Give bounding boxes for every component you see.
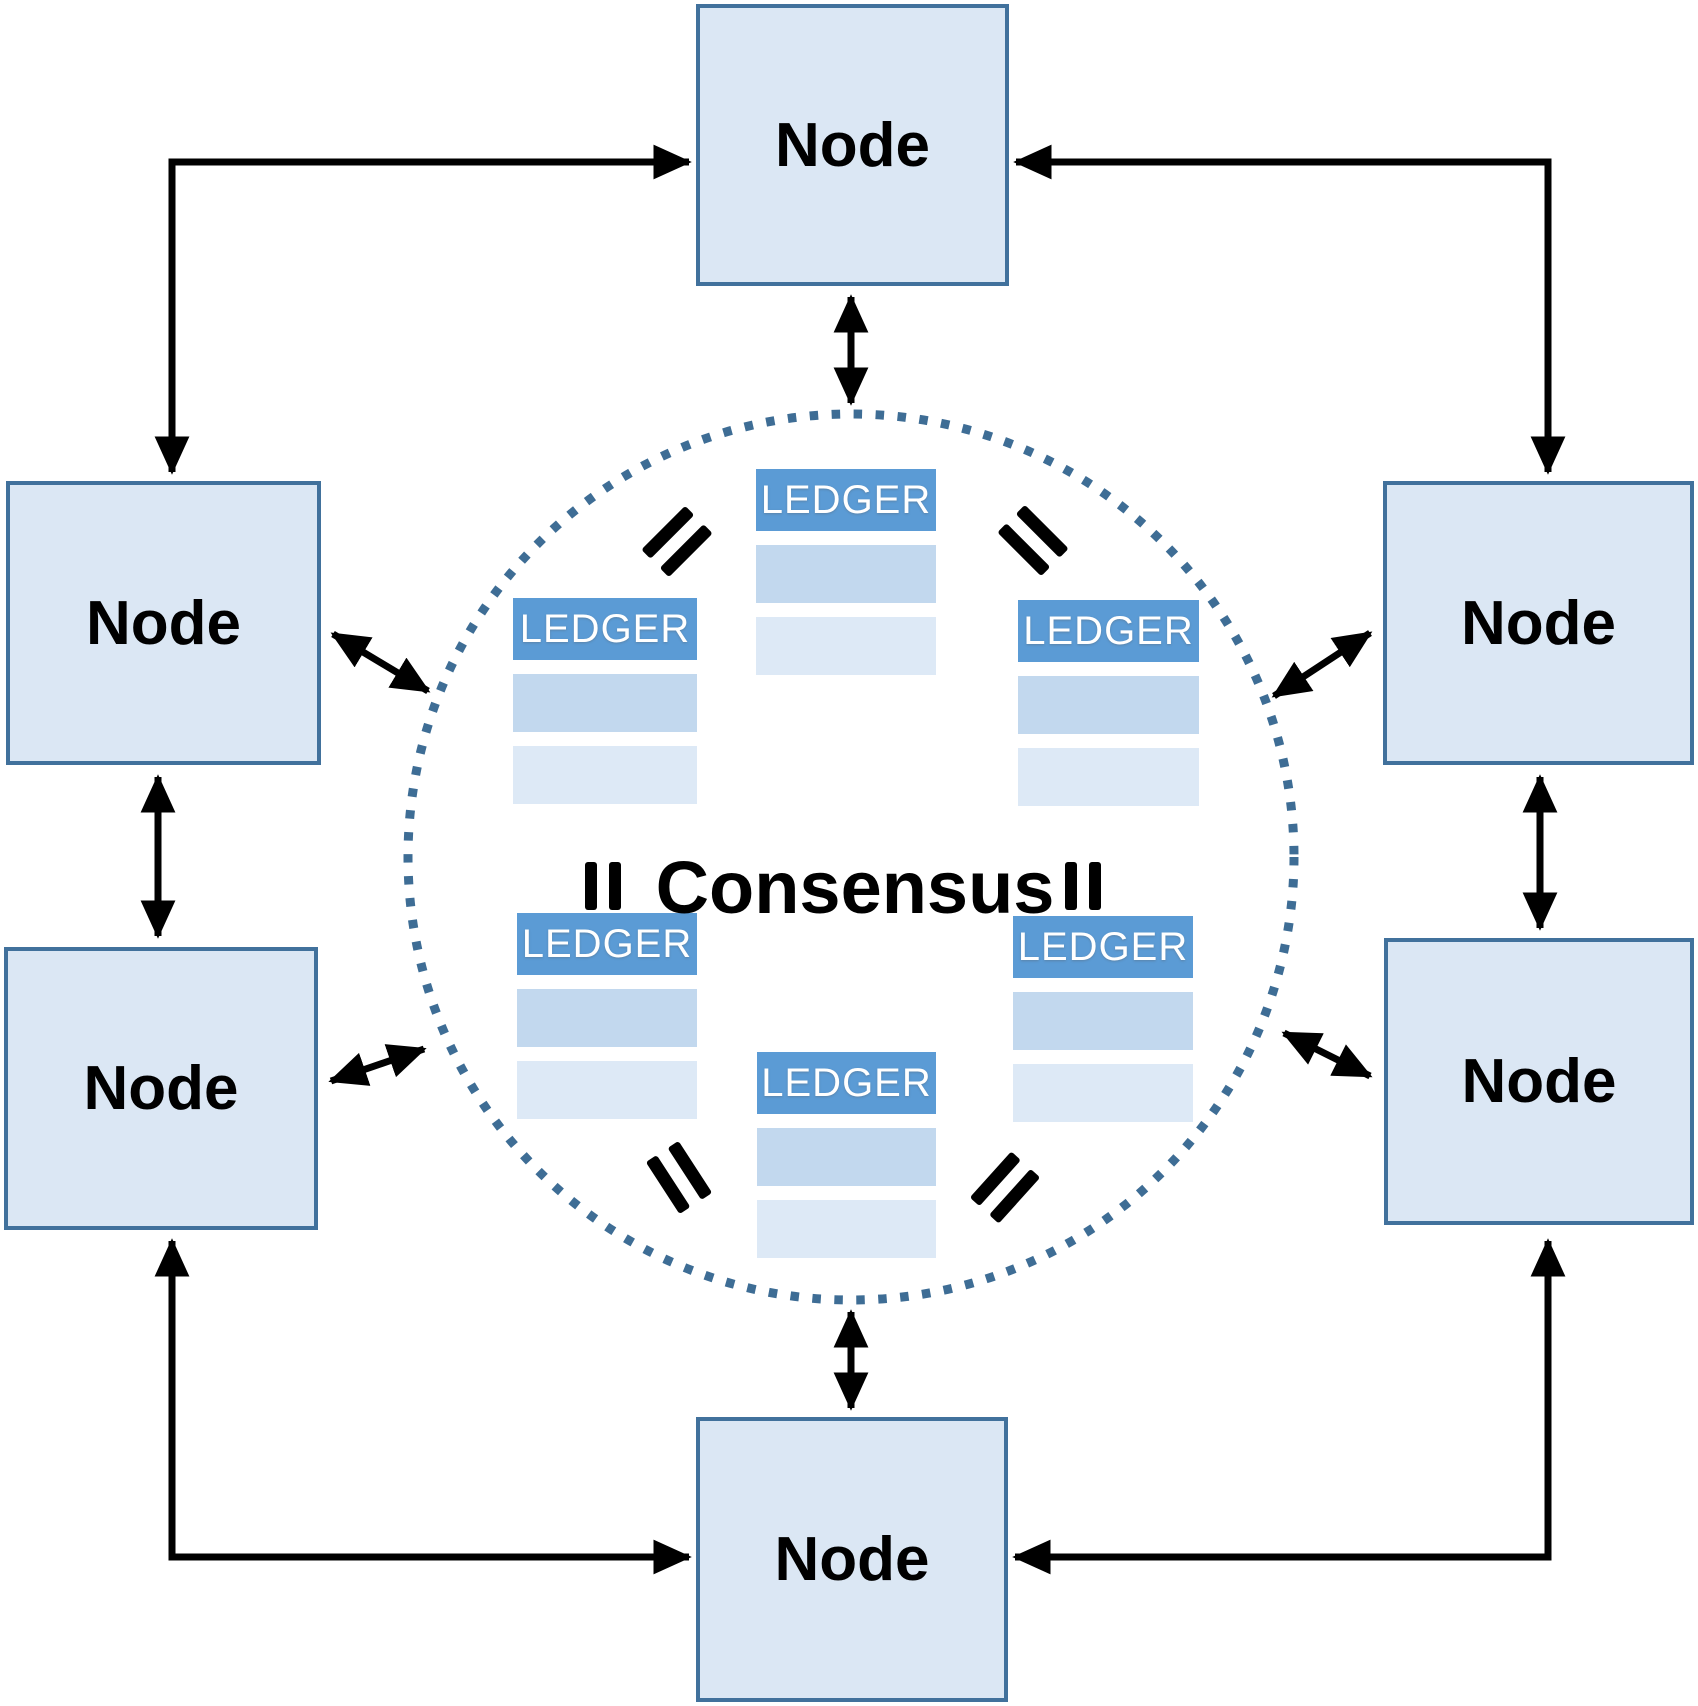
ledger-row: [757, 1200, 936, 1258]
ledger-block-bottom-center: LEDGER: [757, 1052, 936, 1258]
node-box-upper-right: Node: [1383, 481, 1694, 765]
node-box-lower-right: Node: [1384, 938, 1694, 1225]
ledger-block-upper-left: LEDGER: [513, 598, 697, 804]
ledger-row: [517, 989, 697, 1047]
node-label: Node: [86, 588, 241, 658]
node-label: Node: [1461, 1047, 1617, 1116]
ledger-row: [756, 545, 936, 603]
ledger-row: [1018, 676, 1199, 734]
ledger-row: [1018, 748, 1199, 806]
node-label: Node: [774, 1525, 930, 1594]
ledger-header: LEDGER: [756, 469, 936, 531]
ledger-header: LEDGER: [757, 1052, 936, 1114]
ledger-block-lower-right: LEDGER: [1013, 916, 1193, 1122]
consensus-dotted-circle: [403, 409, 1299, 1305]
arrow-lower-left-diagonal: [328, 1044, 427, 1086]
ledger-row: [517, 1061, 697, 1119]
node-label: Node: [775, 110, 930, 180]
ledger-block-top-center: LEDGER: [756, 469, 936, 675]
ledger-header: LEDGER: [1013, 916, 1193, 978]
ledger-row: [757, 1128, 936, 1186]
ledger-header: LEDGER: [517, 913, 697, 975]
ledger-row: [513, 746, 697, 804]
arrow-top-right-corner: [1013, 144, 1566, 475]
consensus-label: Consensus: [655, 846, 1055, 929]
arrow-upper-right-diagonal: [1271, 630, 1373, 699]
ledger-row: [1013, 992, 1193, 1050]
ledger-row: [756, 617, 936, 675]
equals-icon: [1065, 862, 1101, 910]
ledger-block-lower-left: LEDGER: [517, 913, 697, 1119]
equals-icon: [585, 862, 621, 910]
ledger-block-upper-right: LEDGER: [1018, 600, 1199, 806]
node-box-bottom: Node: [696, 1417, 1008, 1702]
arrow-lower-right-diagonal: [1281, 1029, 1373, 1080]
ledger-header: LEDGER: [513, 598, 697, 660]
ledger-row: [1013, 1064, 1193, 1122]
ledger-row: [513, 674, 697, 732]
arrow-upper-left-diagonal: [330, 630, 431, 695]
node-box-lower-left: Node: [4, 947, 318, 1230]
arrow-bottom-left-corner: [154, 1238, 692, 1575]
ledger-header: LEDGER: [1018, 600, 1199, 662]
node-label: Node: [83, 1054, 239, 1123]
node-box-upper-left: Node: [6, 481, 321, 765]
node-label: Node: [1461, 588, 1616, 658]
node-box-top: Node: [696, 4, 1009, 286]
arrow-bottom-right-corner: [1012, 1238, 1566, 1575]
arrow-top-left-corner: [154, 144, 692, 475]
